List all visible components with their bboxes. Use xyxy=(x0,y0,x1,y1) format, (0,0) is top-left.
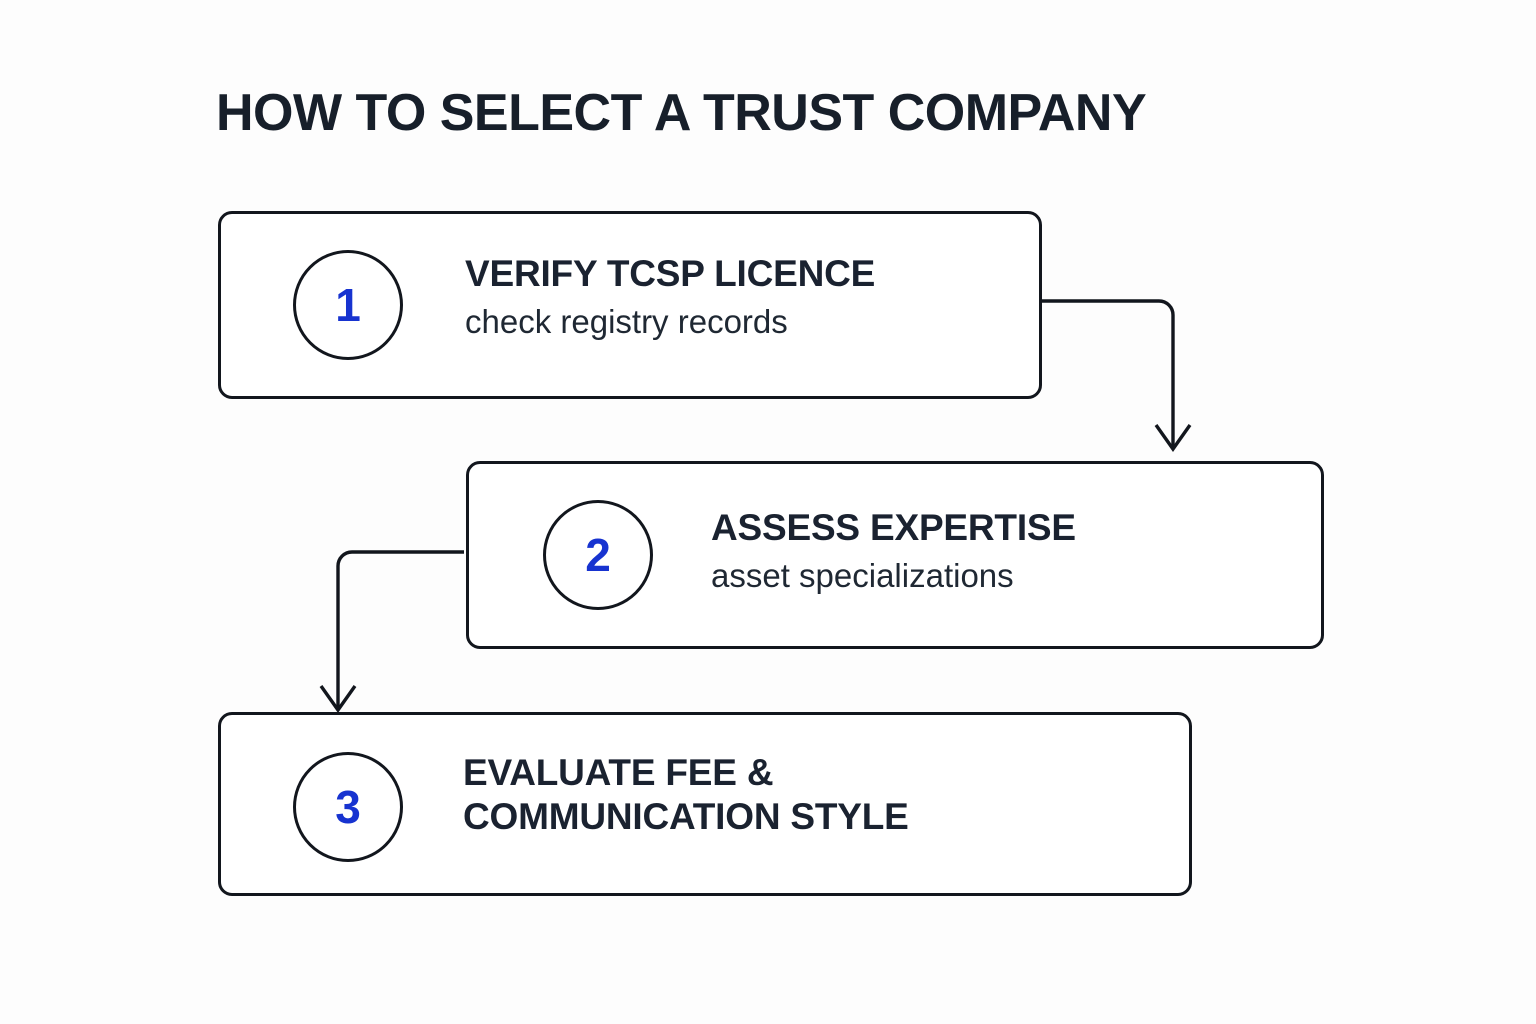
step-text-group-1: VERIFY TCSP LICENCE check registry recor… xyxy=(465,252,875,341)
step-number-badge-1: 1 xyxy=(293,250,403,360)
step-number-2: 2 xyxy=(585,529,611,581)
page-title: HOW TO SELECT A TRUST COMPANY xyxy=(216,84,1147,142)
step-card-3[interactable]: 3 EVALUATE FEE & COMMUNICATION STYLE xyxy=(218,712,1192,896)
step-number-badge-3: 3 xyxy=(293,752,403,862)
step-number-3: 3 xyxy=(335,781,361,833)
step-text-group-3: EVALUATE FEE & COMMUNICATION STYLE xyxy=(463,751,909,838)
connector-step1-to-step2 xyxy=(1042,299,1192,452)
step-text-group-2: ASSESS EXPERTISE asset specializations xyxy=(711,506,1076,595)
step-subtitle-1: check registry records xyxy=(465,302,788,340)
step-number-1: 1 xyxy=(335,279,361,331)
step-card-2[interactable]: 2 ASSESS EXPERTISE asset specializations xyxy=(466,461,1324,649)
step-number-badge-2: 2 xyxy=(543,500,653,610)
connector-step2-to-step3 xyxy=(319,550,464,713)
step-card-1[interactable]: 1 VERIFY TCSP LICENCE check registry rec… xyxy=(218,211,1042,399)
step-subtitle-2: asset specializations xyxy=(711,556,1014,594)
step-heading-1: VERIFY TCSP LICENCE xyxy=(465,253,876,294)
step-heading-3: EVALUATE FEE & COMMUNICATION STYLE xyxy=(463,752,909,837)
step-heading-2: ASSESS EXPERTISE xyxy=(711,507,1076,548)
